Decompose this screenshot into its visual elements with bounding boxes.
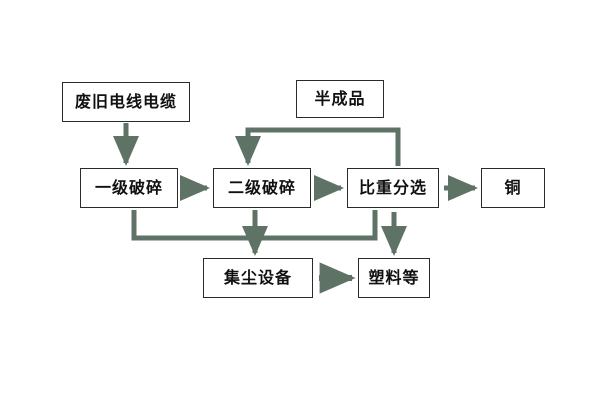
node-semi-finished-label: 半成品 — [314, 89, 366, 108]
node-semi-finished[interactable]: 半成品 — [296, 80, 384, 118]
node-primary-crushing[interactable]: 一级破碎 — [80, 168, 178, 208]
node-scrap-cable[interactable]: 废旧电线电缆 — [62, 82, 190, 122]
node-dust-collector-label: 集尘设备 — [223, 268, 292, 287]
node-dust-collector[interactable]: 集尘设备 — [203, 258, 313, 298]
node-gravity-separation[interactable]: 比重分选 — [347, 168, 439, 208]
edge-sep-feedback-to-crush2 — [235, 127, 401, 166]
node-secondary-crushing-label: 二级破碎 — [227, 178, 296, 197]
node-primary-crushing-label: 一级破碎 — [94, 178, 163, 197]
node-gravity-separation-label: 比重分选 — [358, 178, 427, 197]
edge-bus-to-dust — [131, 210, 378, 256]
node-secondary-crushing[interactable]: 二级破碎 — [213, 168, 311, 208]
node-scrap-cable-label: 废旧电线电缆 — [74, 92, 177, 111]
node-plastics-label: 塑料等 — [368, 268, 420, 287]
node-copper-label: 铜 — [504, 178, 522, 197]
node-plastics[interactable]: 塑料等 — [358, 258, 430, 298]
node-copper[interactable]: 铜 — [481, 168, 545, 208]
